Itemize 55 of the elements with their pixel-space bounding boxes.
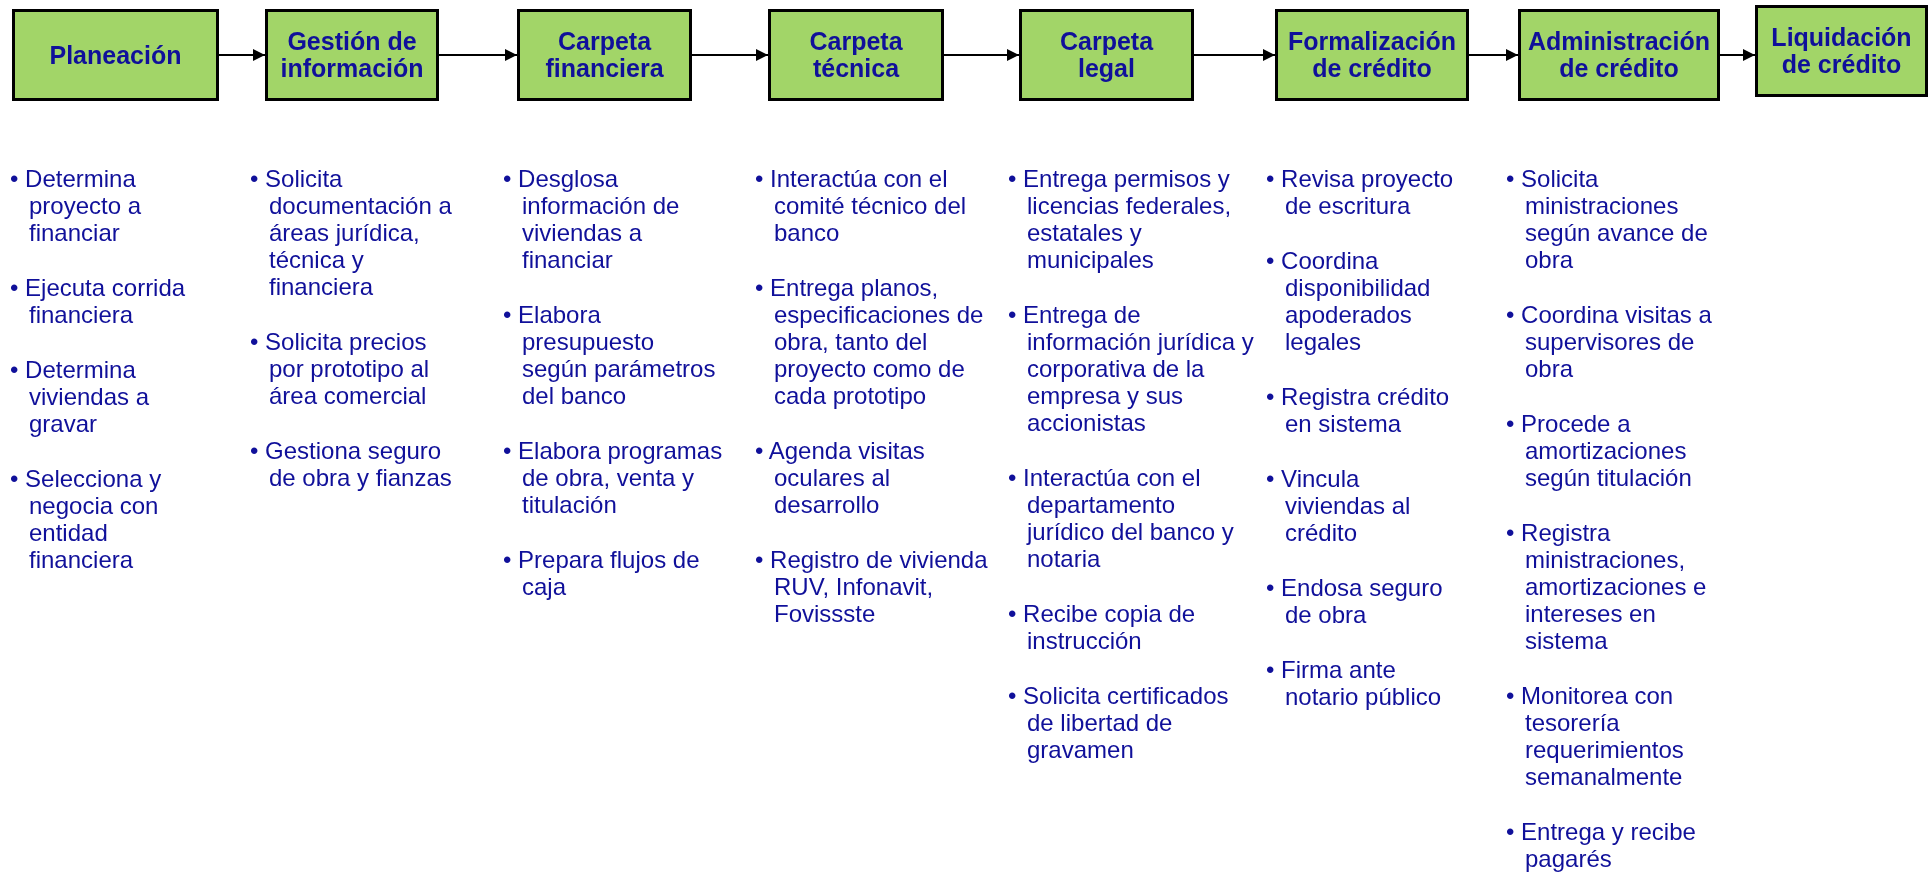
arrow — [1468, 49, 1519, 61]
bullet-item: • Coordina disponibilidad apoderados legales — [1266, 247, 1432, 355]
bullet-item: • Revisa proyecto de escritura — [1266, 165, 1455, 219]
process-box — [1019, 9, 1194, 101]
process-box — [768, 9, 944, 101]
step-title: Carpeta financiera — [544, 28, 665, 82]
bullet-item: • Interactúa con el comité técnico del banco — [755, 165, 968, 246]
bullet-item: • Coordina visitas a supervisores de obra — [1506, 301, 1713, 382]
bullet-item: • Registro de vivienda RUV, Infonavit, Fovissste — [755, 546, 989, 627]
bullet-item: • Elabora programas de obra, venta y titulación — [503, 437, 723, 518]
bullet-item: • Prepara flujos de caja — [503, 546, 701, 600]
bullet-item: • Elabora presupuesto según parámetros del banco — [503, 301, 717, 409]
arrow — [943, 49, 1020, 61]
bullet-item: • Interactúa con el departamento jurídico del banco y notaria — [1008, 464, 1235, 572]
bullet-item: • Monitorea con tesorería requerimientos semanalmente — [1506, 682, 1685, 790]
bullet-item: • Entrega permisos y licencias federales, estatales y municipales — [1008, 165, 1233, 273]
bullet-item: • Determina viviendas a gravar — [10, 356, 151, 437]
bullet-item: • Procede a amortizaciones según titulación — [1506, 410, 1693, 491]
bullet-item: • Agenda visitas oculares al desarrollo — [755, 437, 926, 518]
bullet-item: • Gestiona seguro de obra y fianzas — [250, 437, 453, 491]
process-box — [1518, 9, 1720, 101]
process-box — [265, 9, 439, 101]
bullet-item: • Solicita precios por prototipo al área comercial — [250, 328, 431, 409]
arrow — [691, 49, 769, 61]
arrow — [218, 49, 266, 61]
arrow — [1719, 49, 1756, 61]
bullet-item: • Solicita certificados de libertad de gravamen — [1008, 682, 1230, 763]
bullet-item: • Entrega y recibe pagarés — [1506, 818, 1697, 872]
step-title: Planeación — [49, 41, 182, 69]
bullet-item: • Recibe copia de instrucción — [1008, 600, 1197, 654]
bullet-item: • Solicita ministraciones según avance de obra — [1506, 165, 1709, 273]
bullet-item: • Registra ministraciones, amortizaciones e intereses en sistema — [1506, 519, 1708, 654]
bullet-item: • Desglosa información de viviendas a financiar — [503, 165, 681, 273]
bullet-item: • Entrega de información jurídica y corporativa de la empresa y sus accionistas — [1008, 301, 1255, 436]
process-box — [1275, 9, 1469, 101]
bullet-item: • Ejecuta corrida financiera — [10, 274, 187, 328]
process-box — [12, 9, 219, 101]
step-title: Carpeta legal — [1058, 28, 1155, 82]
step-title: Liquidación de crédito — [1770, 24, 1913, 78]
bullet-item: • Selecciona y negocia con entidad financiera — [10, 465, 163, 573]
process-box — [1755, 5, 1928, 97]
bullet-item: • Registra crédito en sistema — [1266, 383, 1451, 437]
step-title: Administración de crédito — [1527, 28, 1711, 82]
step-title: Carpeta técnica — [808, 28, 904, 82]
arrow — [1193, 49, 1276, 61]
bullet-item: • Vincula viviendas al crédito — [1266, 465, 1412, 546]
bullet-item: • Solicita documentación a áreas jurídica, técnica y financiera — [250, 165, 453, 300]
bullet-item: • Endosa seguro de obra — [1266, 574, 1444, 628]
step-title: Formalización de crédito — [1286, 28, 1458, 82]
bullet-item: • Firma ante notario público — [1266, 656, 1443, 710]
bullet-item: • Entrega planos, especificaciones de obra, tanto del proyecto como de cada prototipo — [755, 274, 985, 409]
bullet-item: • Determina proyecto a financiar — [10, 165, 143, 246]
process-box — [517, 9, 692, 101]
arrow — [438, 49, 518, 61]
step-title: Gestión de información — [279, 28, 425, 82]
